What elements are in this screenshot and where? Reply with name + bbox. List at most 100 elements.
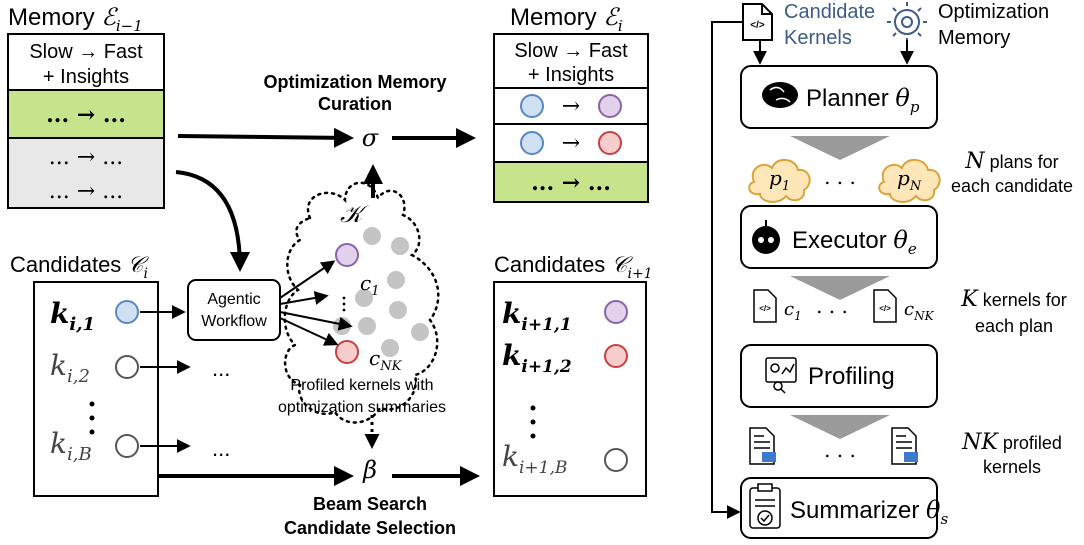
beam-title-line2: Candidate Selection: [284, 518, 456, 538]
agentic-line1: Agentic: [207, 291, 260, 308]
cloud-dot: [387, 271, 405, 289]
memory-next-row3-text: ... → ...: [531, 170, 611, 196]
memory-prev-row-2-text: ... → ...: [49, 145, 123, 170]
candidate-next-B-dot: [604, 448, 628, 472]
kernel-file-icon-cnk: </>: [873, 289, 897, 323]
memory-next: Memory ℰi Slow → Fast + Insights → → ...…: [493, 3, 649, 203]
memory-next-row1-arrow: →: [562, 94, 580, 119]
memory-next-row2-arrow: →: [562, 131, 580, 156]
profiled-file-icon-2: [891, 427, 918, 465]
arrow-agentic-to-kernel: [279, 291, 329, 305]
memory-next-row2-fast-dot: [598, 131, 622, 155]
cloud-dot: [355, 289, 373, 307]
candidates-prev-label: Candidates 𝒞i: [10, 252, 149, 282]
memory-prev: Memory ℰi−1 Slow → Fast + Insights ... →…: [7, 3, 165, 209]
executor-box: [740, 205, 938, 269]
profiled-file-icon-1: [749, 427, 776, 465]
cloud-cnk-dot: [335, 340, 359, 364]
cloud-dot: [389, 301, 407, 319]
cloud-vdot: [342, 308, 346, 312]
k-kernels-line2: each plan: [975, 316, 1053, 336]
nk-profiled-line1: NK profiled: [961, 430, 1062, 455]
kernel-cnk-label: cNK: [904, 299, 935, 323]
svg-text:</>: </>: [759, 304, 771, 313]
candidate-kernels-line1: Candidate: [784, 1, 875, 23]
candidate-k-1: ki,1: [50, 297, 95, 335]
arrow-agentic-to-c1: [279, 260, 336, 299]
cloud-kernel-dots: [333, 227, 429, 357]
candidates-next: Candidates 𝒞i+1 ki+1,1 ki+1,2 ki+1,B: [493, 252, 653, 497]
kernels-dots: . . .: [816, 294, 848, 318]
flow-arrow-2: [790, 276, 890, 300]
candidate-1-dot: [115, 300, 139, 324]
svg-text:</>: </>: [879, 304, 891, 313]
beta-operator: β: [362, 456, 377, 484]
memory-prev-row-1: [7, 89, 165, 139]
memory-prev-row-1-text: ... → ...: [46, 102, 126, 128]
candidate-vdots-2: [89, 415, 95, 421]
c1-label: c1: [360, 271, 379, 299]
cloud-c1-dot: [335, 243, 359, 267]
candidate-next-k-B: ki+1,B: [502, 440, 567, 478]
memory-next-row1-slow-dot: [520, 94, 544, 118]
cloud-vdot: [342, 302, 346, 306]
arrow-memory-to-sigma: [177, 127, 354, 148]
robot-icon: [752, 220, 780, 254]
plan-cloud-p1: [748, 159, 811, 203]
code-file-icon: </>: [742, 3, 773, 41]
cloud-vdot: [342, 296, 346, 300]
candidate-k-2: ki,2: [50, 349, 90, 387]
agentic-workflow-box: [187, 279, 281, 341]
memory-next-header-line1: Slow → Fast: [514, 40, 628, 62]
sigma-operator: σ: [362, 124, 379, 152]
candidate-next-2-dot: [604, 344, 628, 368]
cloud-dot: [363, 227, 381, 245]
memory-next-row2-slow-dot: [520, 131, 544, 155]
memory-prev-header: [7, 33, 165, 91]
optimization-memory-line1: Optimization: [938, 1, 1049, 23]
memory-next-row-3: [493, 161, 649, 203]
kB-ellipsis: ...: [212, 436, 230, 461]
executor-label: Executor θe: [792, 226, 917, 258]
plan-cloud-pN: [878, 159, 941, 203]
optimization-memory-line2: Memory: [938, 27, 1010, 49]
memory-next-row-2: [493, 123, 649, 163]
svg-text:</>: </>: [750, 20, 765, 31]
profiled-dots: . . .: [824, 438, 856, 462]
candidate-next-vdots-3: [530, 433, 536, 439]
memory-next-row1-fast-dot: [598, 94, 622, 118]
planner-label: Planner θp: [806, 84, 920, 116]
cloud-dot: [411, 323, 429, 341]
memory-prev-header-line2: + Insights: [43, 66, 129, 88]
arrow-memory-to-agentic: [175, 170, 250, 272]
profiling-box: [740, 344, 938, 408]
arrow-agentic-to-kernel: [279, 311, 353, 331]
profiling-label: Profiling: [808, 363, 895, 390]
memory-next-header-line2: + Insights: [528, 64, 614, 86]
memory-next-row-1: [493, 87, 649, 125]
cloud-dot: [358, 317, 376, 335]
nk-profiled-line2: kernels: [983, 457, 1041, 477]
kappa-label: 𝒦: [340, 200, 370, 228]
beam-title-line1: Beam Search: [313, 494, 427, 514]
brain-icon: [762, 82, 798, 108]
candidate-next-k-2: ki+1,2: [502, 339, 572, 377]
agentic-line2: Workflow: [201, 313, 267, 330]
curation-title-line1: Optimization Memory: [263, 72, 446, 92]
flow-arrow-1: [790, 136, 890, 160]
curation-title-line2: Curation: [318, 94, 392, 114]
memory-prev-header-line1: Slow → Fast: [29, 41, 143, 63]
kernel-file-icon-c1: </>: [753, 289, 777, 323]
summarizer-box: [740, 477, 938, 539]
candidates-next-label: Candidates 𝒞i+1: [494, 252, 653, 282]
planner-box: [740, 65, 938, 129]
profiled-caption-line1: Profiled kernels with: [290, 377, 433, 394]
candidates-prev: Candidates 𝒞i ki,1 ki,2 ki,B: [10, 252, 159, 497]
k-kernels-line1: K kernels for: [960, 287, 1066, 312]
arrow-loop-to-summarizer: [711, 21, 743, 519]
kernel-c1-label: c1: [784, 299, 802, 323]
memory-prev-label: Memory ℰi−1: [8, 3, 143, 35]
cnk-label: cNK: [369, 346, 403, 374]
k2-ellipsis: ...: [212, 356, 230, 381]
